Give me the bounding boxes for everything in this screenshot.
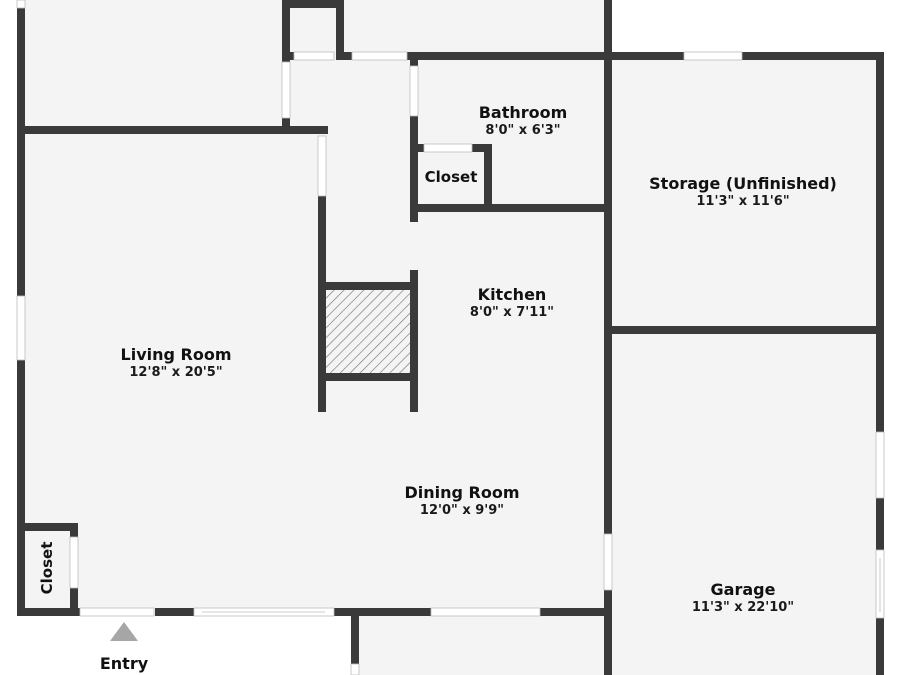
room-label-garage: Garage 11'3" x 22'10" xyxy=(692,580,794,616)
room-name: Storage (Unfinished) xyxy=(649,174,837,193)
room-label-kitchen: Kitchen 8'0" x 7'11" xyxy=(470,285,554,321)
room-label-bathroom: Bathroom 8'0" x 6'3" xyxy=(479,103,568,139)
walls xyxy=(17,0,884,675)
room-dimensions: 8'0" x 6'3" xyxy=(485,123,561,138)
room-dimensions: 12'0" x 9'9" xyxy=(419,503,505,518)
room-name: Garage xyxy=(710,580,776,599)
closet-label-entry: Closet xyxy=(38,541,56,595)
closet-label-bathroom: Closet xyxy=(425,168,478,187)
floor-areas xyxy=(21,0,880,675)
room-dimensions: 12'8" x 20'5" xyxy=(129,365,223,380)
room-name: Living Room xyxy=(120,345,232,364)
room-label-living-room: Living Room 12'8" x 20'5" xyxy=(121,345,232,381)
entry-label: Entry xyxy=(99,654,149,673)
room-label-storage: Storage (Unfinished) 11'3" x 11'6" xyxy=(649,174,837,210)
room-dimensions: 8'0" x 7'11" xyxy=(469,305,555,320)
room-label-dining-room: Dining Room 12'0" x 9'9" xyxy=(404,483,519,519)
room-name: Bathroom xyxy=(478,103,568,122)
entry-arrow-icon xyxy=(110,622,138,641)
stairwell-hatch xyxy=(325,286,413,377)
room-name: Kitchen xyxy=(477,285,547,304)
closet-name: Closet xyxy=(424,168,478,186)
room-dimensions: 11'3" x 22'10" xyxy=(691,600,795,615)
room-dimensions: 11'3" x 11'6" xyxy=(696,194,790,209)
room-name: Dining Room xyxy=(404,483,520,502)
windows xyxy=(16,0,885,675)
